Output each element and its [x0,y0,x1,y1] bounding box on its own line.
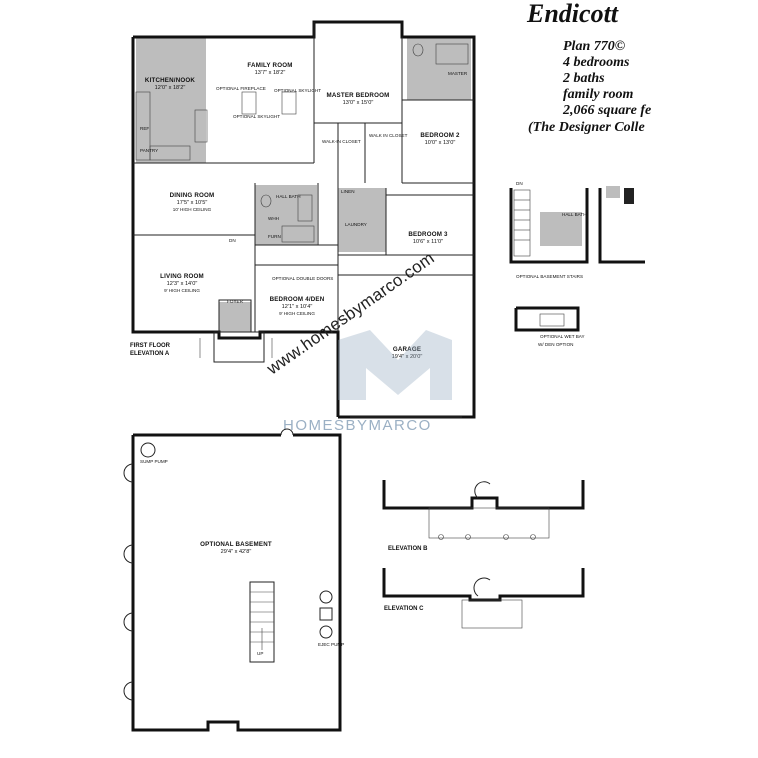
collection-name: (The Designer Colle [528,120,645,135]
double-doors-label: OPTIONAL DOUBLE DOORS [272,276,333,281]
hall-bath-option-label: HALL BATH [562,212,587,217]
living-dim: 12'3" x 14'0" [167,281,198,287]
skylight-label-1: OPTIONAL SKYLIGHT [233,114,280,119]
watermark-logo-icon [338,330,452,400]
basement-name: OPTIONAL BASEMENT [200,541,272,548]
bedroom4-note: 9' HIGH CEILING [279,311,315,316]
dn-label: DN [229,238,236,243]
basement-stairs-option: DN OPTIONAL BASEMENT STAIRS [509,181,589,279]
furn-label: FURN [268,234,281,239]
baths-count: 2 baths [562,71,605,86]
whh-label: WHH [268,216,279,221]
basement-plan: SUMP PUMP OPTIONAL BASEMENT 29'4" x 42'8… [123,428,344,732]
walkin2-label: WALK IN CLOSET [369,133,408,138]
elevation-a-caption: ELEVATION A [130,351,170,357]
elevation-b: ELEVATION B [382,480,585,552]
bedroom3-dim: 10'6" x 11'0" [413,239,443,245]
bedroom2-dim: 10'0" x 13'0" [425,140,456,146]
first-floor-walls [131,20,476,419]
wet-bay-caption: OPTIONAL WET BAY [540,334,585,339]
walkin1-label: WALK-IN CLOSET [322,139,361,144]
family-room-label: family room [563,87,633,102]
bedroom4-name: BEDROOM 4/DEN [270,296,325,303]
living-name: LIVING ROOM [160,273,204,280]
dining-name: DINING ROOM [170,192,215,199]
den-option: OPTIONAL WET BAY W/ DEN OPTION [514,306,585,347]
bedrooms-count: 4 bedrooms [562,55,630,70]
first-floor-labels: KITCHEN/NOOK 12'0" x 18'2" FAMILY ROOM 1… [130,62,468,360]
den-option-caption: W/ DEN OPTION [538,342,573,347]
basement-dim: 29'4" x 42'8" [221,549,252,555]
linen-label: LINEN [341,189,355,194]
dining-dim: 17'5" x 10'5" [177,200,208,206]
bedroom4-dim: 12'1" x 10'4" [282,304,313,310]
skylight-label-2: OPTIONAL SKYLIGHT [274,88,321,93]
kitchen-dim: 12'0" x 18'2" [155,85,186,91]
shaded-areas [136,38,471,332]
fireplace-label: OPTIONAL FIREPLACE [216,86,266,91]
kitchen-name: KITCHEN/NOOK [145,77,196,84]
ref-label: REF [140,126,149,131]
master-name: MASTER BEDROOM [327,92,390,99]
basement-stairs-caption: OPTIONAL BASEMENT STAIRS [516,274,583,279]
master-bath-label: MASTER [448,71,468,76]
elevation-b-caption: ELEVATION B [388,546,428,552]
dining-note: 10' HIGH CEILING [173,207,212,212]
garage-name: GARAGE [393,346,421,353]
hall-bath-label: HALL BATH [276,194,301,199]
family-name: FAMILY ROOM [247,62,292,69]
plan-title: Endicott [526,0,619,28]
plan-number: Plan 770© [563,39,626,54]
bedroom2-name: BEDROOM 2 [420,132,460,139]
living-note: 9' HIGH CEILING [164,288,200,293]
master-dim: 13'0" x 15'0" [343,100,374,106]
hall-bath-option: HALL BATH [560,186,645,264]
garage-dim: 19'4" x 20'0" [392,354,423,360]
laundry-label: LAUNDRY [345,222,367,227]
watermark-brand: HOMESBYMARCO [283,417,432,434]
sump-pump-label: SUMP PUMP [140,459,168,464]
first-floor-caption: FIRST FLOOR [130,343,171,349]
ejec-pump-label: EJEC PUMP [318,642,344,647]
svg-text:DN: DN [516,181,523,186]
elevation-c: ELEVATION C [382,568,585,629]
bedroom3-name: BEDROOM 3 [408,231,448,238]
up-label: UP [257,651,263,656]
elevation-c-caption: ELEVATION C [384,606,424,612]
square-feet: 2,066 square fe [562,103,651,118]
family-dim: 13'7" x 18'2" [255,70,286,76]
pantry-label: PANTRY [140,148,158,153]
foyer-label: FOYER [227,299,244,304]
